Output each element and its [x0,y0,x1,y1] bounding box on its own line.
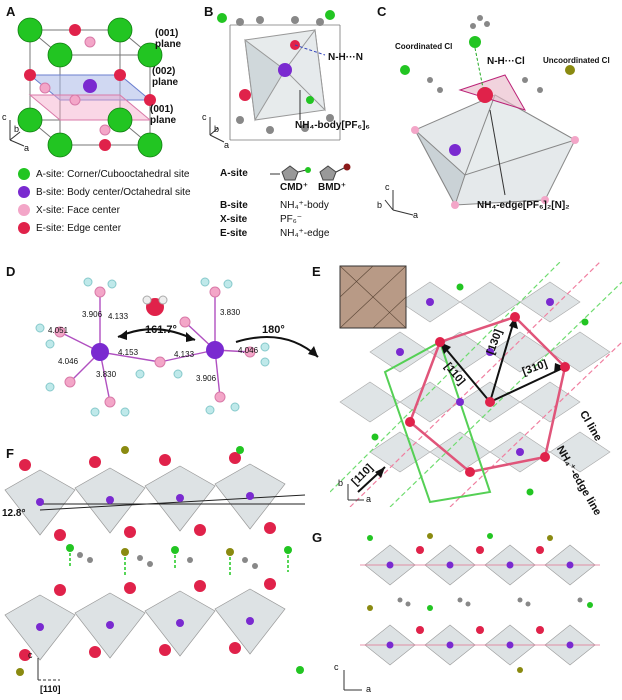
panel-label-e: E [312,264,321,279]
legend-b-site: B-site: Body center/Octahedral site [18,186,191,198]
site-b-desc: NH₄⁺-body [280,200,329,211]
panel-label-d: D [6,264,16,279]
panel-label-b: B [204,4,214,19]
uncoordinated-cl: Uncoordinated Cl [543,56,610,65]
hbond-nhn: N-H···N [328,52,363,63]
green-sphere-icon [18,168,30,180]
legend-e-site: E-site: Edge center [18,222,121,234]
legend-a-site: A-site: Corner/Cubooctahedral site [18,168,189,180]
plane-label-002: (002) plane [152,66,179,88]
panel-f-figure [4,446,306,681]
tilt-angle: 12.8° [2,508,26,519]
red-sphere-icon [18,222,30,234]
panel-a: A [0,0,200,260]
axis-c: c [2,112,7,122]
panel-c-figure [384,15,579,216]
site-x-label: X-site [220,214,248,225]
formula-body: NH₄-body[PF₆]₆ [295,120,370,131]
cation-icons [270,163,351,181]
angle-161: 161.7° [145,324,177,336]
panel-label-g: G [312,530,323,545]
hbond-nhcl: N-H···Cl [487,56,525,67]
panel-g-figure [343,533,600,691]
b-site-left [91,343,109,361]
panel-d: D 161.7° 180° 3.906 4.133 4.051 4.153 [0,262,330,440]
coordinated-cl: Coordinated Cl [395,42,453,51]
site-e-label: E-site [220,228,248,239]
legend-x-site: X-site: Face center [18,204,120,216]
panel-e-figure [330,262,622,507]
site-a-label: A-site [220,168,248,179]
site-e-desc: NH₄⁺-edge [280,228,330,239]
panel-f: F 12.8° c [110] [0,440,330,700]
cation-cmd: CMD⁺ [280,182,309,193]
b-site-right [206,341,224,359]
plane-label-001-bottom: (001) plane [150,104,177,126]
panel-label-a: A [6,4,16,19]
b-site-atom [83,79,97,93]
panel-label-c: C [377,4,387,19]
pink-sphere-icon [18,204,30,216]
purple-sphere-icon [18,186,30,198]
axis-b: b [14,124,20,134]
panel-b: B N-H···N NH₄-body[PF₆]₆ c b a A-site CM… [200,0,375,260]
panel-label-f: F [6,446,14,461]
plane-label-001-top: (001) plane [155,28,182,50]
angle-180: 180° [262,324,285,336]
cation-bmd: BMD⁺ [318,182,347,193]
panel-d-figure [35,277,319,417]
site-x-desc: PF₆⁻ [280,214,303,225]
panel-a-figure [9,17,163,158]
panel-e: E [312,262,622,518]
axis-a: a [24,143,30,153]
site-b-label: B-site [220,200,248,211]
panel-c: C Coordinated Cl N-H···Cl Uncoordinated … [375,0,622,260]
formula-edge: NH₄-edge[PF₆]₂[N]₂ [477,200,570,211]
panel-b-figure [209,10,341,143]
green-supercell [383,340,492,504]
panel-g: G c a [312,520,622,700]
